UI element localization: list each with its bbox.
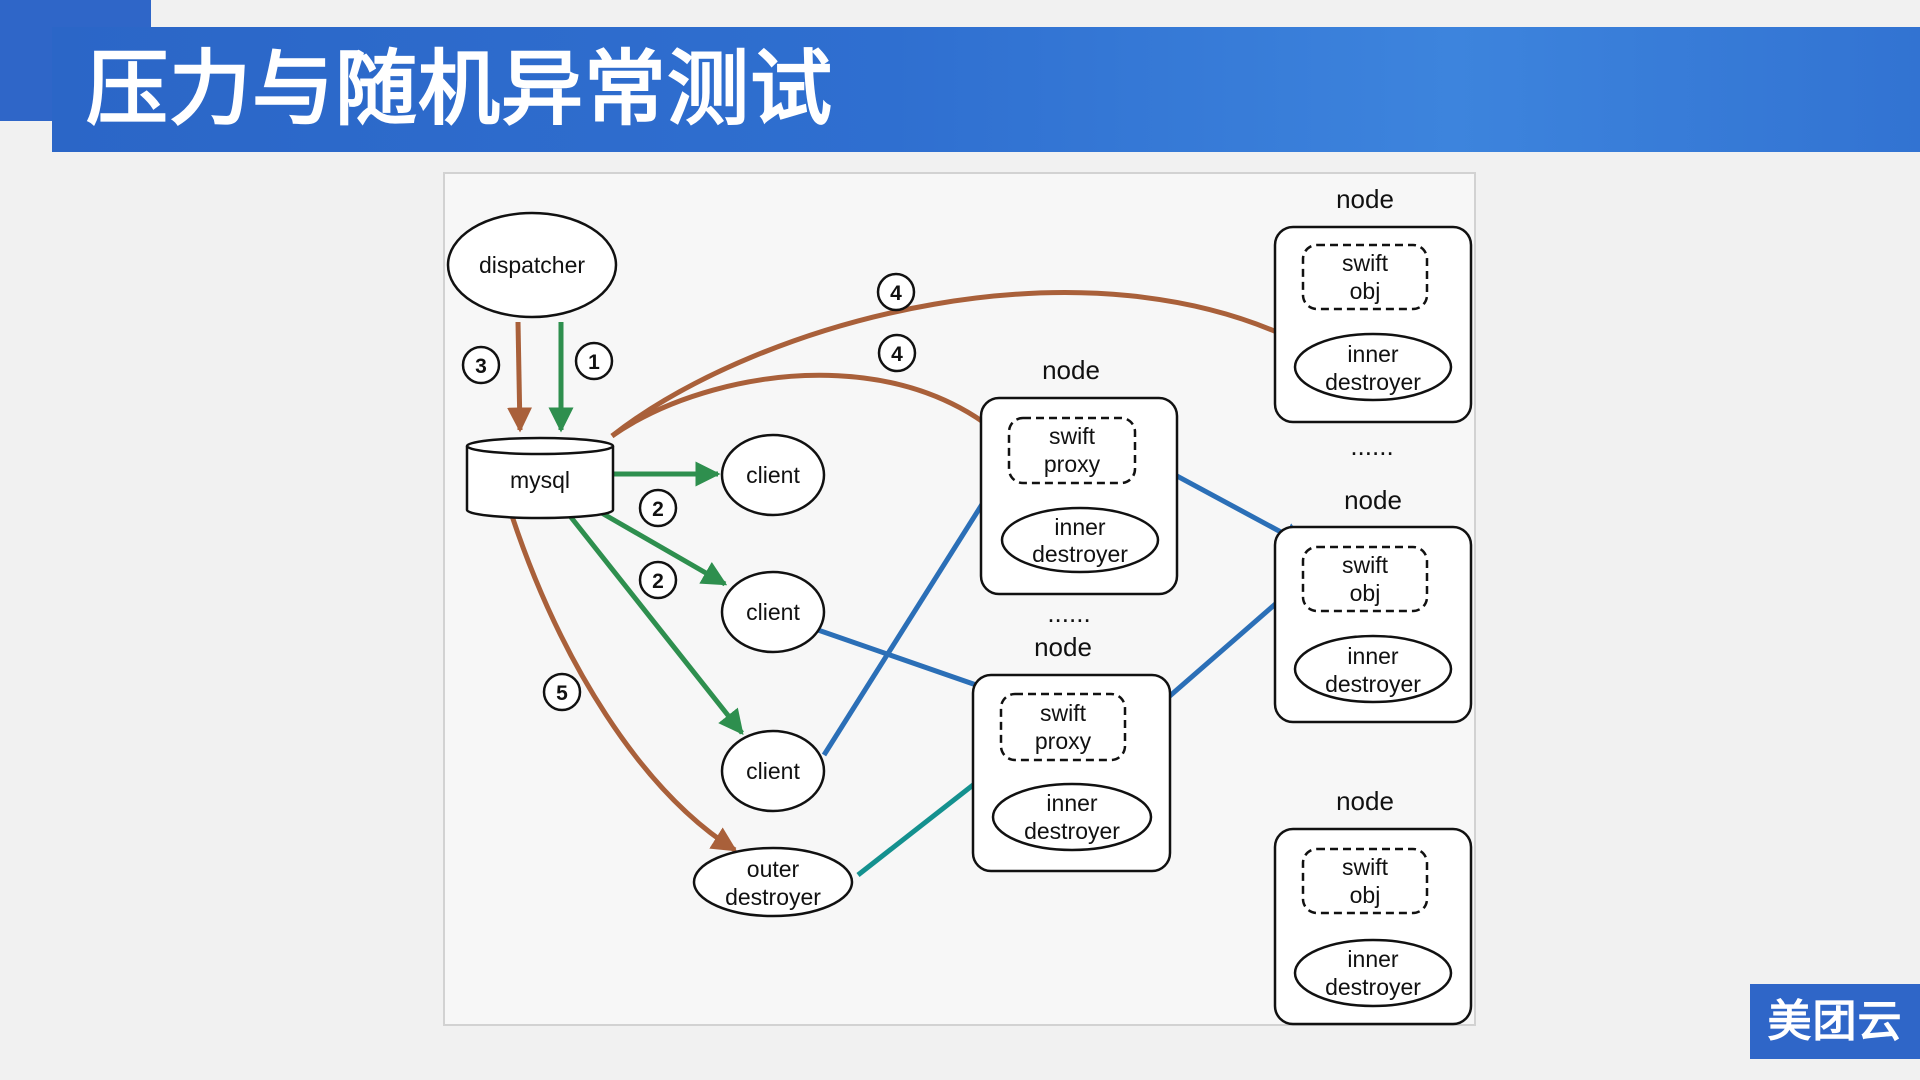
swift-obj-label-line-1: swift <box>1342 854 1389 880</box>
client-node-2: client <box>720 570 826 654</box>
ellipsis-middle: ...... <box>1047 598 1090 628</box>
slide-title: 压力与随机异常测试 <box>86 42 834 137</box>
inner-destroyer-label-line-2: destroyer <box>1325 974 1421 1000</box>
inner-destroyer-label-line-2: destroyer <box>1032 541 1128 567</box>
swift-obj-label-line-1: swift <box>1342 250 1389 276</box>
client-node-3: client <box>720 729 826 813</box>
inner-destroyer-label-line-1: inner <box>1347 341 1398 367</box>
object-node-middle: node swift obj inner destroyer <box>1273 485 1473 724</box>
step-badge-3: 3 <box>461 345 501 385</box>
svg-text:5: 5 <box>556 682 568 705</box>
step-badge-4-lower: 4 <box>877 333 917 373</box>
arrow-client-2-to-proxy-lower <box>817 627 1008 700</box>
svg-text:4: 4 <box>890 282 902 305</box>
client-label: client <box>746 758 800 784</box>
arrow-step-3 <box>507 321 533 433</box>
object-node-top: node swift obj inner destroyer <box>1273 184 1473 424</box>
node-label: node <box>1042 355 1100 385</box>
proxy-node-lower: node swift proxy inner destroyer <box>971 632 1172 873</box>
arrow-step-4-upper <box>610 290 1313 438</box>
ellipsis-right: ...... <box>1350 431 1393 461</box>
outer-destroyer-label-line-2: destroyer <box>725 884 821 910</box>
step-badge-5: 5 <box>542 672 582 712</box>
arrow-step-2-client-2 <box>598 509 728 587</box>
node-label: node <box>1336 786 1394 816</box>
swift-obj-label-line-2: obj <box>1350 278 1381 304</box>
svg-text:2: 2 <box>652 498 664 521</box>
inner-destroyer-label-line-1: inner <box>1046 790 1097 816</box>
outer-destroyer-label-line-1: outer <box>747 856 800 882</box>
inner-destroyer-label-line-2: destroyer <box>1024 818 1120 844</box>
client-label: client <box>746 599 800 625</box>
inner-destroyer-label-line-2: destroyer <box>1325 369 1421 395</box>
title-bar <box>52 27 1920 152</box>
dispatcher-node: dispatcher <box>446 211 618 319</box>
svg-text:4: 4 <box>891 343 903 366</box>
arrow-step-5 <box>509 515 738 853</box>
arrow-step-2-client-3 <box>568 514 744 735</box>
step-badge-2-upper: 2 <box>638 488 678 528</box>
arrows <box>507 290 1313 877</box>
swift-proxy-label-line-2: proxy <box>1035 728 1092 754</box>
inner-destroyer-label-line-1: inner <box>1347 643 1398 669</box>
client-label: client <box>746 462 800 488</box>
arrow-client-3-to-proxy-upper <box>821 457 1013 757</box>
svg-text:1: 1 <box>588 351 600 374</box>
swift-obj-label-line-2: obj <box>1350 580 1381 606</box>
svg-text:2: 2 <box>652 570 664 593</box>
dispatcher-label: dispatcher <box>479 252 585 278</box>
client-node-1: client <box>720 433 826 517</box>
mysql-label: mysql <box>510 467 570 493</box>
inner-destroyer-label-line-2: destroyer <box>1325 671 1421 697</box>
svg-text:3: 3 <box>475 355 487 378</box>
proxy-node-upper: node swift proxy inner destroyer <box>979 355 1179 596</box>
swift-proxy-label-line-2: proxy <box>1044 451 1101 477</box>
object-node-bottom: node swift obj inner destroyer <box>1273 786 1473 1026</box>
mysql-database: mysql <box>465 436 615 520</box>
swift-obj-label-line-1: swift <box>1342 552 1389 578</box>
node-label: node <box>1034 632 1092 662</box>
outer-destroyer-node: outer destroyer <box>692 846 854 918</box>
swift-proxy-label-line-1: swift <box>1040 700 1087 726</box>
step-badges: 1 3 4 4 2 2 5 <box>461 272 917 712</box>
inner-destroyer-label-line-1: inner <box>1054 514 1105 540</box>
swift-obj-label-line-2: obj <box>1350 882 1381 908</box>
node-label: node <box>1344 485 1402 515</box>
inner-destroyer-label-line-1: inner <box>1347 946 1398 972</box>
swift-proxy-label-line-1: swift <box>1049 423 1096 449</box>
step-badge-2-lower: 2 <box>638 560 678 600</box>
step-badge-4-upper: 4 <box>876 272 916 312</box>
meituan-cloud-logo: 美团云 <box>1750 984 1920 1059</box>
step-badge-1: 1 <box>574 341 614 381</box>
node-label: node <box>1336 184 1394 214</box>
